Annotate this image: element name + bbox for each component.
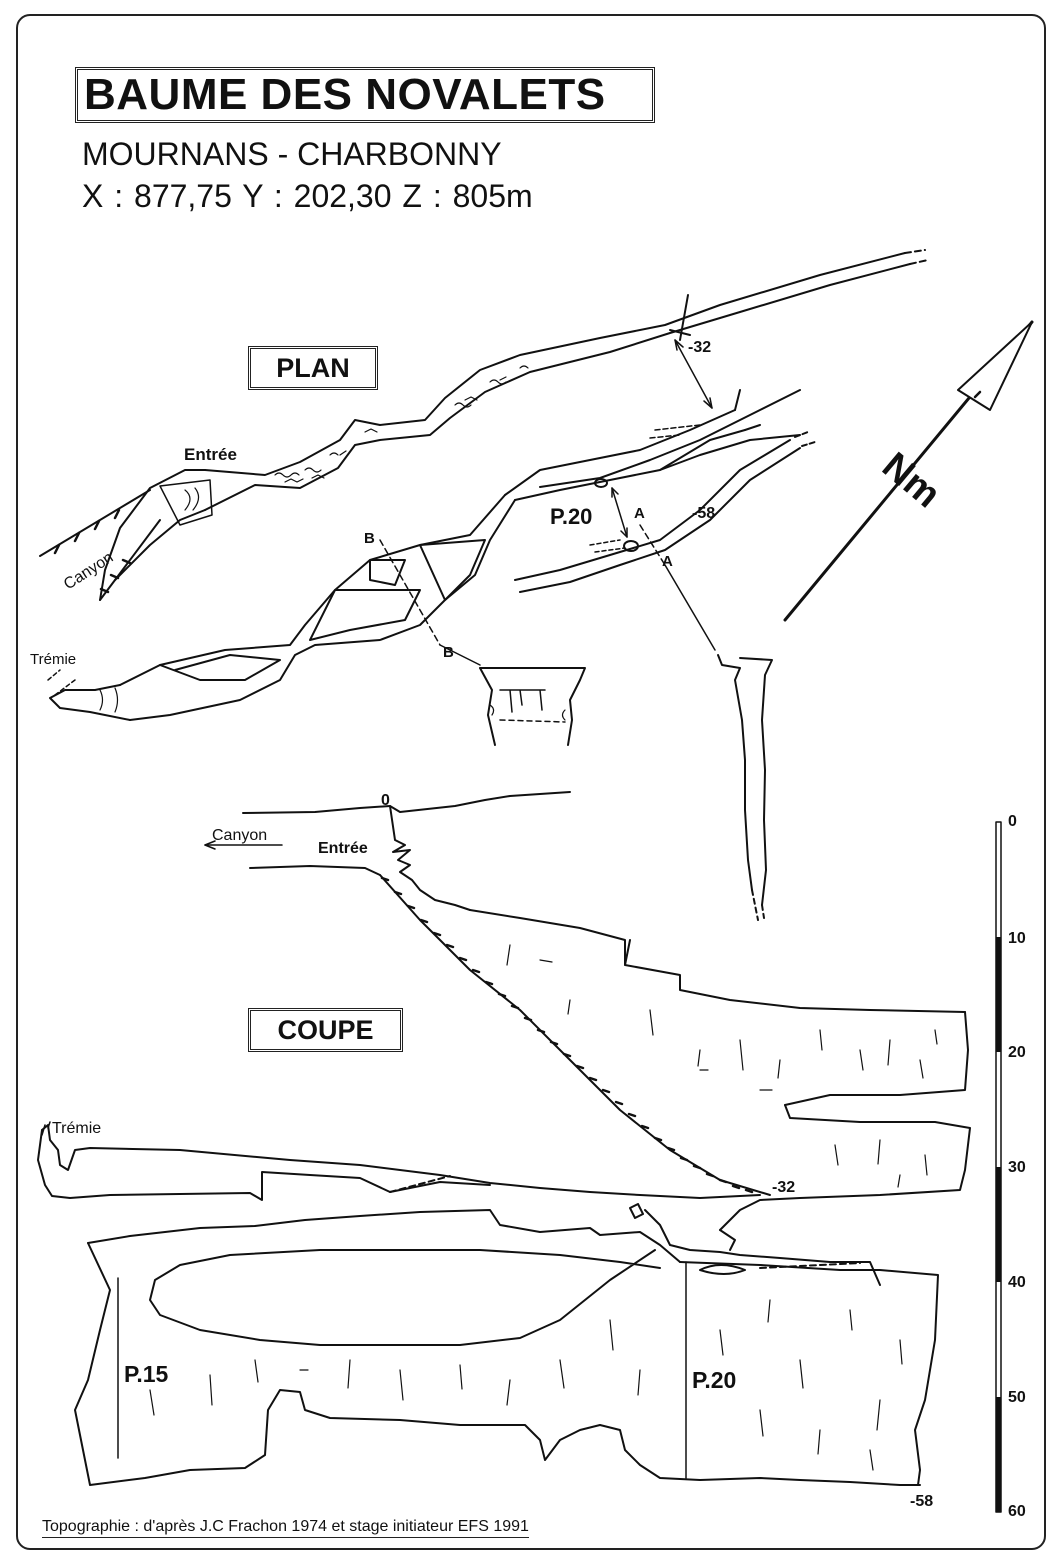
coupe-section-label-text: COUPE [277, 1014, 374, 1045]
plan-passage-texture [274, 365, 529, 483]
coupe-tremie-label: Trémie [52, 1120, 101, 1137]
coupe-slope [379, 874, 771, 1196]
coupe-depth-32: -32 [772, 1179, 795, 1196]
plan-section-a-top: A [634, 505, 645, 522]
cross-section-a [717, 654, 773, 921]
survey-credit: Topographie : d'après J.C Frachon 1974 e… [42, 1518, 529, 1538]
plan-section-a-bottom: A [662, 553, 673, 570]
plan-connection-arrows [611, 339, 713, 538]
coupe-tremie-gallery [37, 1121, 761, 1201]
coupe-entrance-label: Entrée [318, 840, 368, 857]
plan-canyon-label: Canyon [61, 549, 117, 593]
plan-section-label-text: PLAN [276, 352, 350, 383]
coupe-section-label: COUPE [248, 1008, 403, 1052]
plan-section-b-bottom: B [443, 644, 454, 661]
plan-pit-label: P.20 [550, 504, 592, 529]
coupe-canyon-label: Canyon [212, 827, 267, 844]
plan-upper-network [504, 389, 801, 501]
coupe-upper-gallery [469, 909, 971, 1231]
scale-tick-10: 10 [1008, 930, 1026, 947]
coupe-great-chamber [74, 1209, 939, 1486]
coupe-pit-p15: P.15 [124, 1361, 169, 1387]
coupe-junction [629, 1203, 881, 1286]
coupe-chamber-fractures [149, 1299, 903, 1471]
location-name: MOURNANS - CHARBONNY [82, 136, 502, 172]
map-frame [16, 14, 1046, 1550]
plan-canyon-walls [39, 489, 161, 601]
scale-tick-30: 30 [1008, 1159, 1026, 1176]
plan-lower-branch [514, 294, 816, 593]
coordinates: X : 877,75 Y : 202,30 Z : 805m [82, 178, 533, 214]
north-label: Nm [874, 445, 948, 517]
plan-depth-58: -58 [692, 505, 715, 522]
scale-tick-40: 40 [1008, 1274, 1026, 1291]
plan-depth-32: -32 [688, 339, 711, 356]
plan-entrance-label: Entrée [184, 445, 237, 464]
scale-bar [995, 821, 1002, 1513]
scale-tick-0: 0 [1008, 813, 1017, 830]
coupe-pit-p20: P.20 [692, 1367, 736, 1393]
plan-section-b-top: B [364, 530, 375, 547]
plan-section-label: PLAN [248, 346, 378, 390]
cross-section-b [479, 667, 586, 746]
coupe-zero-label: 0 [381, 792, 390, 809]
cave-title: BAUME DES NOVALETS [84, 70, 606, 119]
coupe-gallery-fractures [506, 944, 938, 1188]
plan-main-passage [204, 249, 929, 511]
plan-lower-network [47, 494, 516, 721]
scale-tick-60: 60 [1008, 1503, 1026, 1520]
coupe-entrance [204, 791, 571, 911]
scale-tick-20: 20 [1008, 1044, 1026, 1061]
plan-section-lines [379, 524, 716, 666]
coupe-depth-58: -58 [910, 1493, 933, 1510]
plan-entrance-shaft [99, 469, 213, 601]
scale-tick-50: 50 [1008, 1389, 1026, 1406]
plan-tremie-label: Trémie [30, 651, 76, 668]
north-arrow [783, 320, 1034, 622]
title-box: BAUME DES NOVALETS [75, 67, 655, 123]
